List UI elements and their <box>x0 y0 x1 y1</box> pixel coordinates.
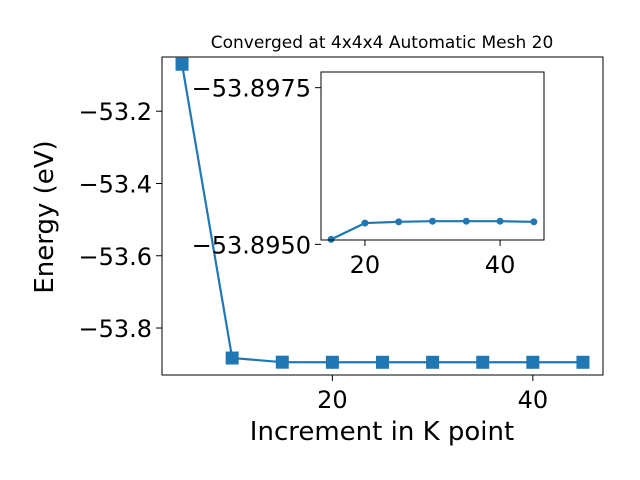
main-y-tick-label: −53.6 <box>78 243 152 271</box>
main-data-point <box>175 57 189 71</box>
inset-y-tick-label: −53.8975 <box>192 75 311 103</box>
main-plot: 20 40 −53.2 −53.4 −53.6 −53.8 <box>78 57 590 414</box>
y-axis-label: Energy (eV) <box>30 140 60 293</box>
main-data-point <box>526 355 540 369</box>
main-y-tick-label: −53.4 <box>78 170 152 198</box>
inset-background <box>321 72 544 240</box>
inset-plot <box>321 72 544 240</box>
inset-data-point <box>327 235 335 243</box>
main-data-point <box>275 355 289 369</box>
inset-plot-content: 20 40 −53.8975 −53.8950 <box>192 75 538 279</box>
main-x-tick-label: 40 <box>518 386 549 414</box>
main-plot-frame <box>161 56 604 376</box>
x-axis-label: Increment in K point <box>250 417 514 447</box>
inset-plot-frame <box>320 71 545 241</box>
main-data-point <box>376 355 389 369</box>
inset-y-tick-label: −53.8950 <box>192 231 311 259</box>
main-y-tick-label: −53.8 <box>78 315 152 343</box>
inset-data-point <box>429 217 436 225</box>
main-y-tick-label: −53.2 <box>78 98 152 126</box>
main-x-tick-label: 20 <box>317 386 348 414</box>
main-data-point <box>225 351 239 365</box>
inset-data-point <box>395 218 403 226</box>
inset-data-point <box>496 217 504 225</box>
main-data-point <box>576 355 590 369</box>
inset-x-tick-label: 40 <box>485 251 516 279</box>
inset-data-point <box>462 217 470 225</box>
inset-data-point <box>361 219 369 227</box>
inset-data-point <box>530 218 538 226</box>
inset-x-tick-label: 20 <box>350 251 381 279</box>
main-data-point <box>325 355 339 369</box>
main-data-point <box>426 355 440 369</box>
chart-title: Converged at 4x4x4 Automatic Mesh 20 <box>211 33 554 53</box>
main-data-point <box>476 355 490 369</box>
